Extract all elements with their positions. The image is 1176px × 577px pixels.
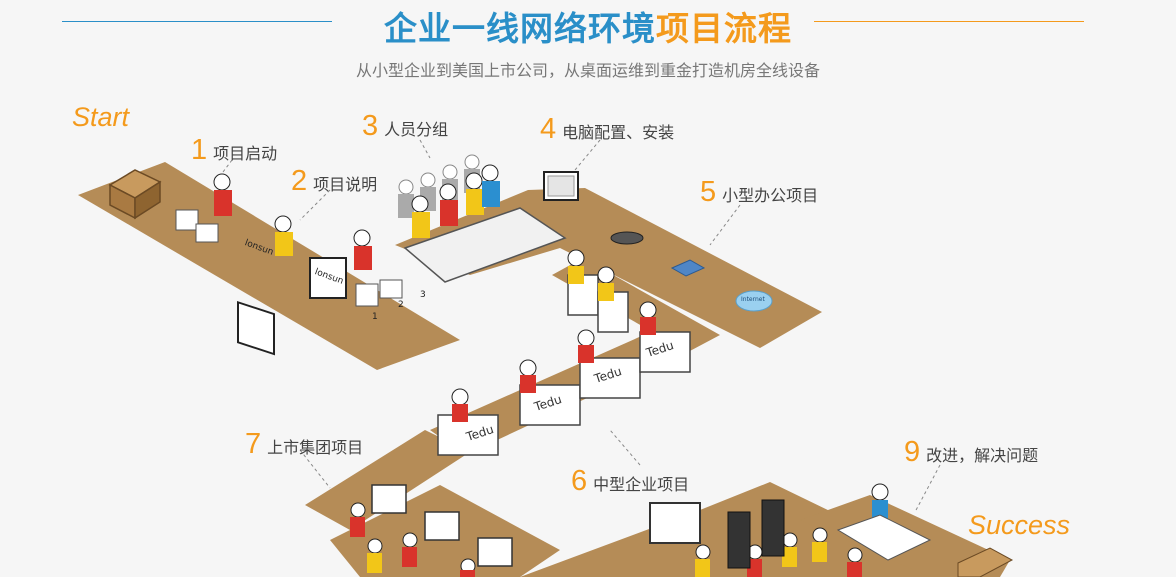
step-number: 2 xyxy=(291,165,308,197)
step-3: 3 人员分组 xyxy=(362,110,449,142)
step-label: 项目启动 xyxy=(213,144,278,163)
cloud-label: Internet xyxy=(741,296,765,303)
step-number: 6 xyxy=(571,465,588,497)
blueprint-table-icon xyxy=(836,514,932,561)
step-1: 1 项目启动 xyxy=(191,134,278,166)
monitor-icon xyxy=(237,301,275,356)
workstations-bottom xyxy=(371,484,513,567)
server-rack-icon xyxy=(727,499,785,569)
cloud-icon xyxy=(735,290,773,312)
doc-number: 3 xyxy=(420,290,426,300)
step-label: 上市集团项目 xyxy=(267,438,364,457)
page-title: 企业一线网络环境项目流程 xyxy=(0,2,1176,50)
step-label: 电脑配置、安装 xyxy=(562,123,675,142)
title-part-blue: 企业一线网络环境 xyxy=(384,9,656,48)
pointer-lines xyxy=(219,139,941,513)
desktop-computer-icon xyxy=(543,171,579,201)
step-label: 小型办公项目 xyxy=(722,186,819,205)
group-people xyxy=(398,154,500,238)
path-segment-5 xyxy=(305,430,470,530)
step-number: 7 xyxy=(245,428,262,460)
step-4: 4 电脑配置、安装 xyxy=(540,113,675,145)
page-subtitle: 从小型企业到美国上市公司，从桌面运维到重金打造机房全线设备 xyxy=(355,61,820,80)
people-red xyxy=(451,301,657,422)
path-segment-1 xyxy=(78,162,460,370)
title-part-orange: 项目流程 xyxy=(656,9,792,48)
wall-display-icon xyxy=(649,502,701,544)
step-number: 9 xyxy=(904,436,921,468)
step-number: 3 xyxy=(362,110,379,142)
router-icon xyxy=(610,231,644,245)
open-box-icon xyxy=(957,547,1014,577)
cardboard-box-icon xyxy=(108,169,162,220)
step-label: 改进，解决问题 xyxy=(926,446,1039,465)
title-right-rule xyxy=(814,21,1084,22)
switch-icon xyxy=(670,259,706,277)
doc-number: 2 xyxy=(398,300,404,310)
step-6: 6 中型企业项目 xyxy=(571,465,690,497)
planning-table-icon xyxy=(403,207,567,283)
document-stack-icon xyxy=(175,209,403,307)
step-label: 项目说明 xyxy=(313,175,378,194)
start-label: Start xyxy=(72,102,130,132)
title-left-rule xyxy=(62,21,332,22)
step-label: 中型企业项目 xyxy=(593,475,690,494)
step-5: 5 小型办公项目 xyxy=(700,176,819,208)
desk-row xyxy=(437,331,691,456)
people-bottom xyxy=(350,483,889,577)
people-first xyxy=(213,173,372,270)
monitor-icon xyxy=(309,257,347,299)
success-label: Success xyxy=(968,510,1071,540)
step-2: 2 项目说明 xyxy=(291,165,378,197)
workers-row xyxy=(567,249,629,333)
doc-number: 1 xyxy=(372,312,378,322)
step-label: 人员分组 xyxy=(384,120,449,139)
step-number: 1 xyxy=(191,134,208,166)
step-number: 5 xyxy=(700,176,717,208)
step-number: 4 xyxy=(540,113,557,145)
step-7: 7 上市集团项目 xyxy=(245,428,364,460)
step-9: 9 改进，解决问题 xyxy=(904,436,1039,468)
